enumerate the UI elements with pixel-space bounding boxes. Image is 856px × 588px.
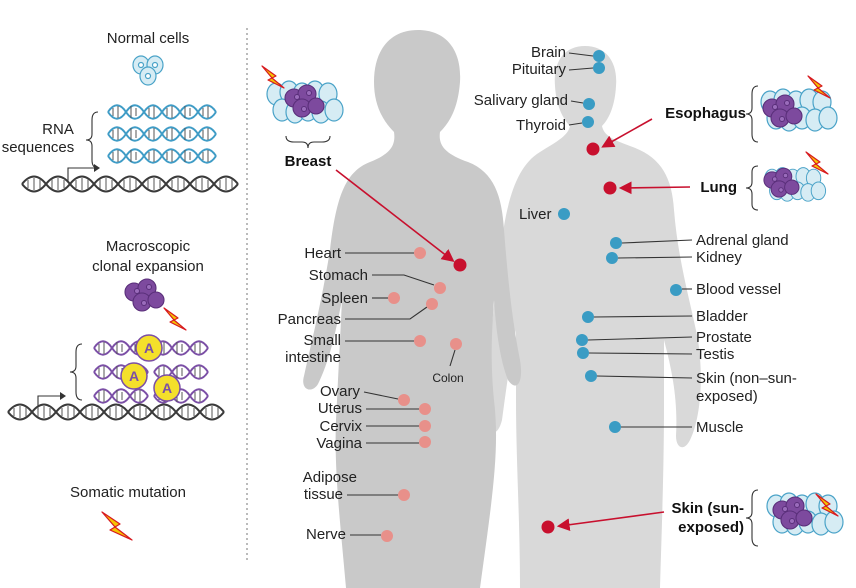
rna-label-line1: RNA — [42, 121, 74, 138]
skin-sun-label-1: Skin (sun- — [671, 500, 744, 517]
breast-brace — [285, 135, 331, 149]
pancreas-dot — [426, 298, 438, 310]
esophagus-label: Esophagus — [665, 105, 746, 122]
small-intestine-dot — [414, 335, 426, 347]
testis-dot — [577, 347, 589, 359]
brain-dot — [593, 50, 605, 62]
breast-label: Breast — [285, 153, 332, 170]
brain-label: Brain — [531, 44, 566, 61]
colon-label: Colon — [432, 371, 463, 385]
skin-sun-brace — [745, 489, 759, 547]
transcription-arrow-bottom — [37, 395, 60, 410]
pituitary-label: Pituitary — [512, 61, 567, 78]
uterus-label: Uterus — [318, 400, 362, 417]
lightning-bolt-icon-clonal — [163, 307, 187, 331]
kidney-dot — [606, 252, 618, 264]
small-intestine-label-1: Small — [303, 332, 341, 349]
somatic-mutation-label: Somatic mutation — [70, 484, 186, 501]
skin-nonsun-label-2: exposed) — [696, 388, 758, 405]
skin-nonsun-label-1: Skin (non–sun- — [696, 370, 797, 387]
esophagus-brace — [745, 85, 759, 143]
thyroid-dot — [582, 116, 594, 128]
adrenal-dot — [610, 237, 622, 249]
clonal-brace — [69, 343, 83, 401]
svg-text:A: A — [129, 368, 139, 384]
nerve-dot — [381, 530, 393, 542]
vagina-label: Vagina — [316, 435, 362, 452]
variant-allele-markers: A A A — [120, 334, 181, 402]
rna-brace — [85, 111, 99, 169]
rna-sequences-blue-icon — [107, 104, 217, 164]
bladder-dot — [582, 311, 594, 323]
dna-helix-icon-top — [21, 175, 239, 193]
skin-sun-dot — [541, 520, 555, 534]
blood-vessel-label: Blood vessel — [696, 281, 781, 298]
small-intestine-label-2: intestine — [285, 349, 341, 366]
colon-dot — [450, 338, 462, 350]
pancreas-label: Pancreas — [278, 311, 341, 328]
skin-sun-arrow — [556, 511, 665, 532]
adipose-label-2: tissue — [304, 486, 343, 503]
thyroid-label: Thyroid — [516, 117, 566, 134]
muscle-label: Muscle — [696, 419, 744, 436]
male-tissue-labels: Brain Pituitary Salivary gland Thyroid E… — [474, 44, 844, 547]
lung-dot — [603, 181, 617, 195]
lightning-bolt-icon-legend — [101, 511, 133, 541]
kidney-label: Kidney — [696, 249, 742, 266]
testis-label: Testis — [696, 346, 734, 363]
liver-dot — [558, 208, 570, 220]
vagina-dot — [419, 436, 431, 448]
prostate-label: Prostate — [696, 329, 752, 346]
normal-cell-cluster-icon — [132, 55, 164, 86]
breast-arrow — [335, 169, 455, 262]
rna-label-line2: sequences — [2, 139, 75, 156]
spleen-label: Spleen — [321, 290, 368, 307]
bladder-label: Bladder — [696, 308, 748, 325]
liver-label: Liver — [519, 206, 552, 223]
skin-sun-label-2: exposed) — [678, 519, 744, 536]
clonal-label-line2: clonal expansion — [92, 258, 204, 275]
heart-dot — [414, 247, 426, 259]
svg-text:A: A — [144, 340, 154, 356]
skin-nonsun-dot — [585, 370, 597, 382]
uterus-dot — [419, 403, 431, 415]
clonal-label-line1: Macroscopic — [106, 238, 191, 255]
spleen-dot — [388, 292, 400, 304]
blood-vessel-dot — [670, 284, 682, 296]
adrenal-label: Adrenal gland — [696, 232, 789, 249]
female-tissue-labels: Heart Stomach Spleen Pancreas Small inte… — [278, 245, 464, 543]
cervix-label: Cervix — [319, 418, 362, 435]
pituitary-dot — [593, 62, 605, 74]
left-legend-panel: Normal cells RNA sequences Macroscopic c… — [2, 30, 239, 541]
transcription-arrow-top — [67, 167, 94, 182]
nerve-label: Nerve — [306, 526, 346, 543]
stomach-dot — [434, 282, 446, 294]
prostate-dot — [576, 334, 588, 346]
breast-callout: Breast — [261, 65, 467, 272]
adipose-dot — [398, 489, 410, 501]
normal-cells-label: Normal cells — [107, 30, 190, 47]
esophagus-arrow — [601, 118, 653, 148]
ovary-label: Ovary — [320, 383, 361, 400]
adipose-label-1: Adipose — [303, 469, 357, 486]
ovary-dot — [398, 394, 410, 406]
lung-label: Lung — [700, 179, 737, 196]
salivary-dot — [583, 98, 595, 110]
muscle-dot — [609, 421, 621, 433]
esophagus-dot — [586, 142, 600, 156]
lung-arrow — [618, 181, 691, 195]
lung-brace — [745, 165, 759, 211]
clone-cluster-icon-left — [124, 278, 165, 312]
female-silhouette — [303, 30, 522, 588]
dna-helix-icon-bottom — [7, 403, 225, 421]
breast-dot — [453, 258, 467, 272]
salivary-label: Salivary gland — [474, 92, 568, 109]
svg-text:A: A — [162, 380, 172, 396]
stomach-label: Stomach — [309, 267, 368, 284]
cervix-dot — [419, 420, 431, 432]
heart-label: Heart — [304, 245, 342, 262]
